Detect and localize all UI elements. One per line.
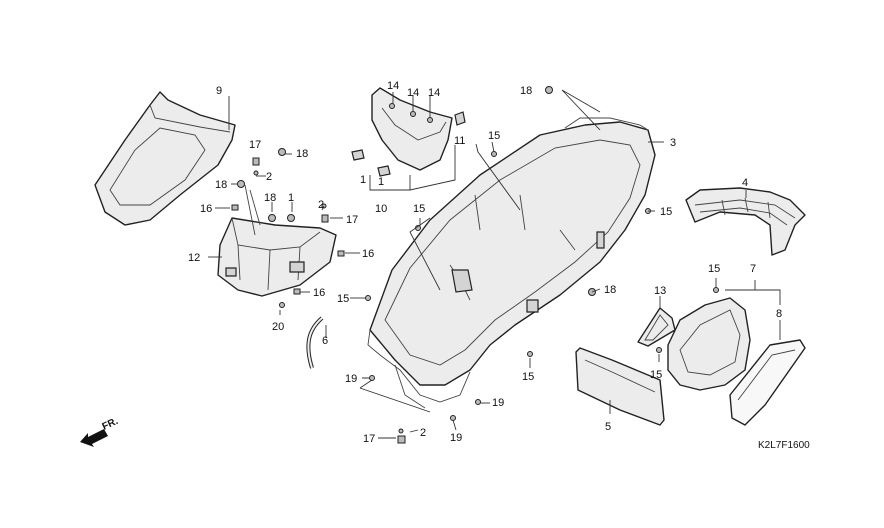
- callout-15g: 15: [522, 371, 534, 383]
- callout-5: 5: [605, 421, 611, 433]
- callout-14c: 14: [428, 87, 440, 99]
- part-9-cover: [94, 91, 236, 226]
- part-3-luggage-box: [367, 117, 656, 409]
- callout-18e: 18: [604, 284, 616, 296]
- callout-1a: 1: [288, 192, 294, 204]
- callout-14b: 14: [407, 87, 419, 99]
- callout-15f: 15: [650, 369, 662, 381]
- callout-15a: 15: [488, 130, 500, 142]
- callout-19c: 19: [450, 432, 462, 444]
- part-11-inner-cover: [351, 87, 466, 177]
- callout-17b: 17: [346, 214, 358, 226]
- callout-6: 6: [322, 335, 328, 347]
- callout-labels: 9 17 18 2 18 18 1 2 16 17 12 16 16 20 6 …: [188, 80, 810, 451]
- callout-9: 9: [216, 85, 222, 97]
- callout-1b: 1: [360, 174, 366, 186]
- callout-2a: 2: [266, 171, 272, 183]
- callout-2c: 2: [420, 427, 426, 439]
- part-6-hose: [279, 302, 324, 369]
- leader-lines: [208, 89, 781, 439]
- callout-18b: 18: [215, 179, 227, 191]
- front-arrow: FR.: [80, 416, 120, 447]
- diagram-code: K2L7F1600: [758, 440, 810, 451]
- callout-17c: 17: [363, 433, 375, 445]
- callout-15c: 15: [660, 206, 672, 218]
- callout-3: 3: [670, 137, 676, 149]
- callout-1c: 1: [378, 176, 384, 188]
- callout-18a: 18: [296, 148, 308, 160]
- callout-11: 11: [454, 135, 465, 147]
- callout-18d: 18: [520, 85, 532, 97]
- front-marker-text: FR.: [101, 416, 120, 433]
- part-4-rail: [685, 187, 806, 256]
- part-8-seal: [729, 339, 806, 426]
- callout-13: 13: [654, 285, 666, 297]
- callout-19a: 19: [345, 373, 357, 385]
- callout-16c: 16: [313, 287, 325, 299]
- callout-18c: 18: [264, 192, 276, 204]
- part-13-clip: [637, 307, 676, 347]
- callout-16b: 16: [362, 248, 374, 260]
- callout-10: 10: [375, 203, 387, 215]
- callout-16a: 16: [200, 203, 212, 215]
- callout-15b: 15: [413, 203, 425, 215]
- callout-14a: 14: [387, 80, 399, 92]
- part-12-box: [217, 184, 337, 297]
- callout-15e: 15: [337, 293, 349, 305]
- callout-20: 20: [272, 321, 284, 333]
- callout-17a: 17: [249, 139, 261, 151]
- part-5-panel: [575, 347, 665, 426]
- callout-8: 8: [776, 308, 782, 320]
- callout-7: 7: [750, 263, 756, 275]
- callout-19b: 19: [492, 397, 504, 409]
- callout-2b: 2: [318, 199, 324, 211]
- part-7-side-cover: [667, 297, 751, 391]
- callout-4: 4: [742, 177, 748, 189]
- callout-15d: 15: [708, 263, 720, 275]
- callout-12: 12: [188, 252, 200, 264]
